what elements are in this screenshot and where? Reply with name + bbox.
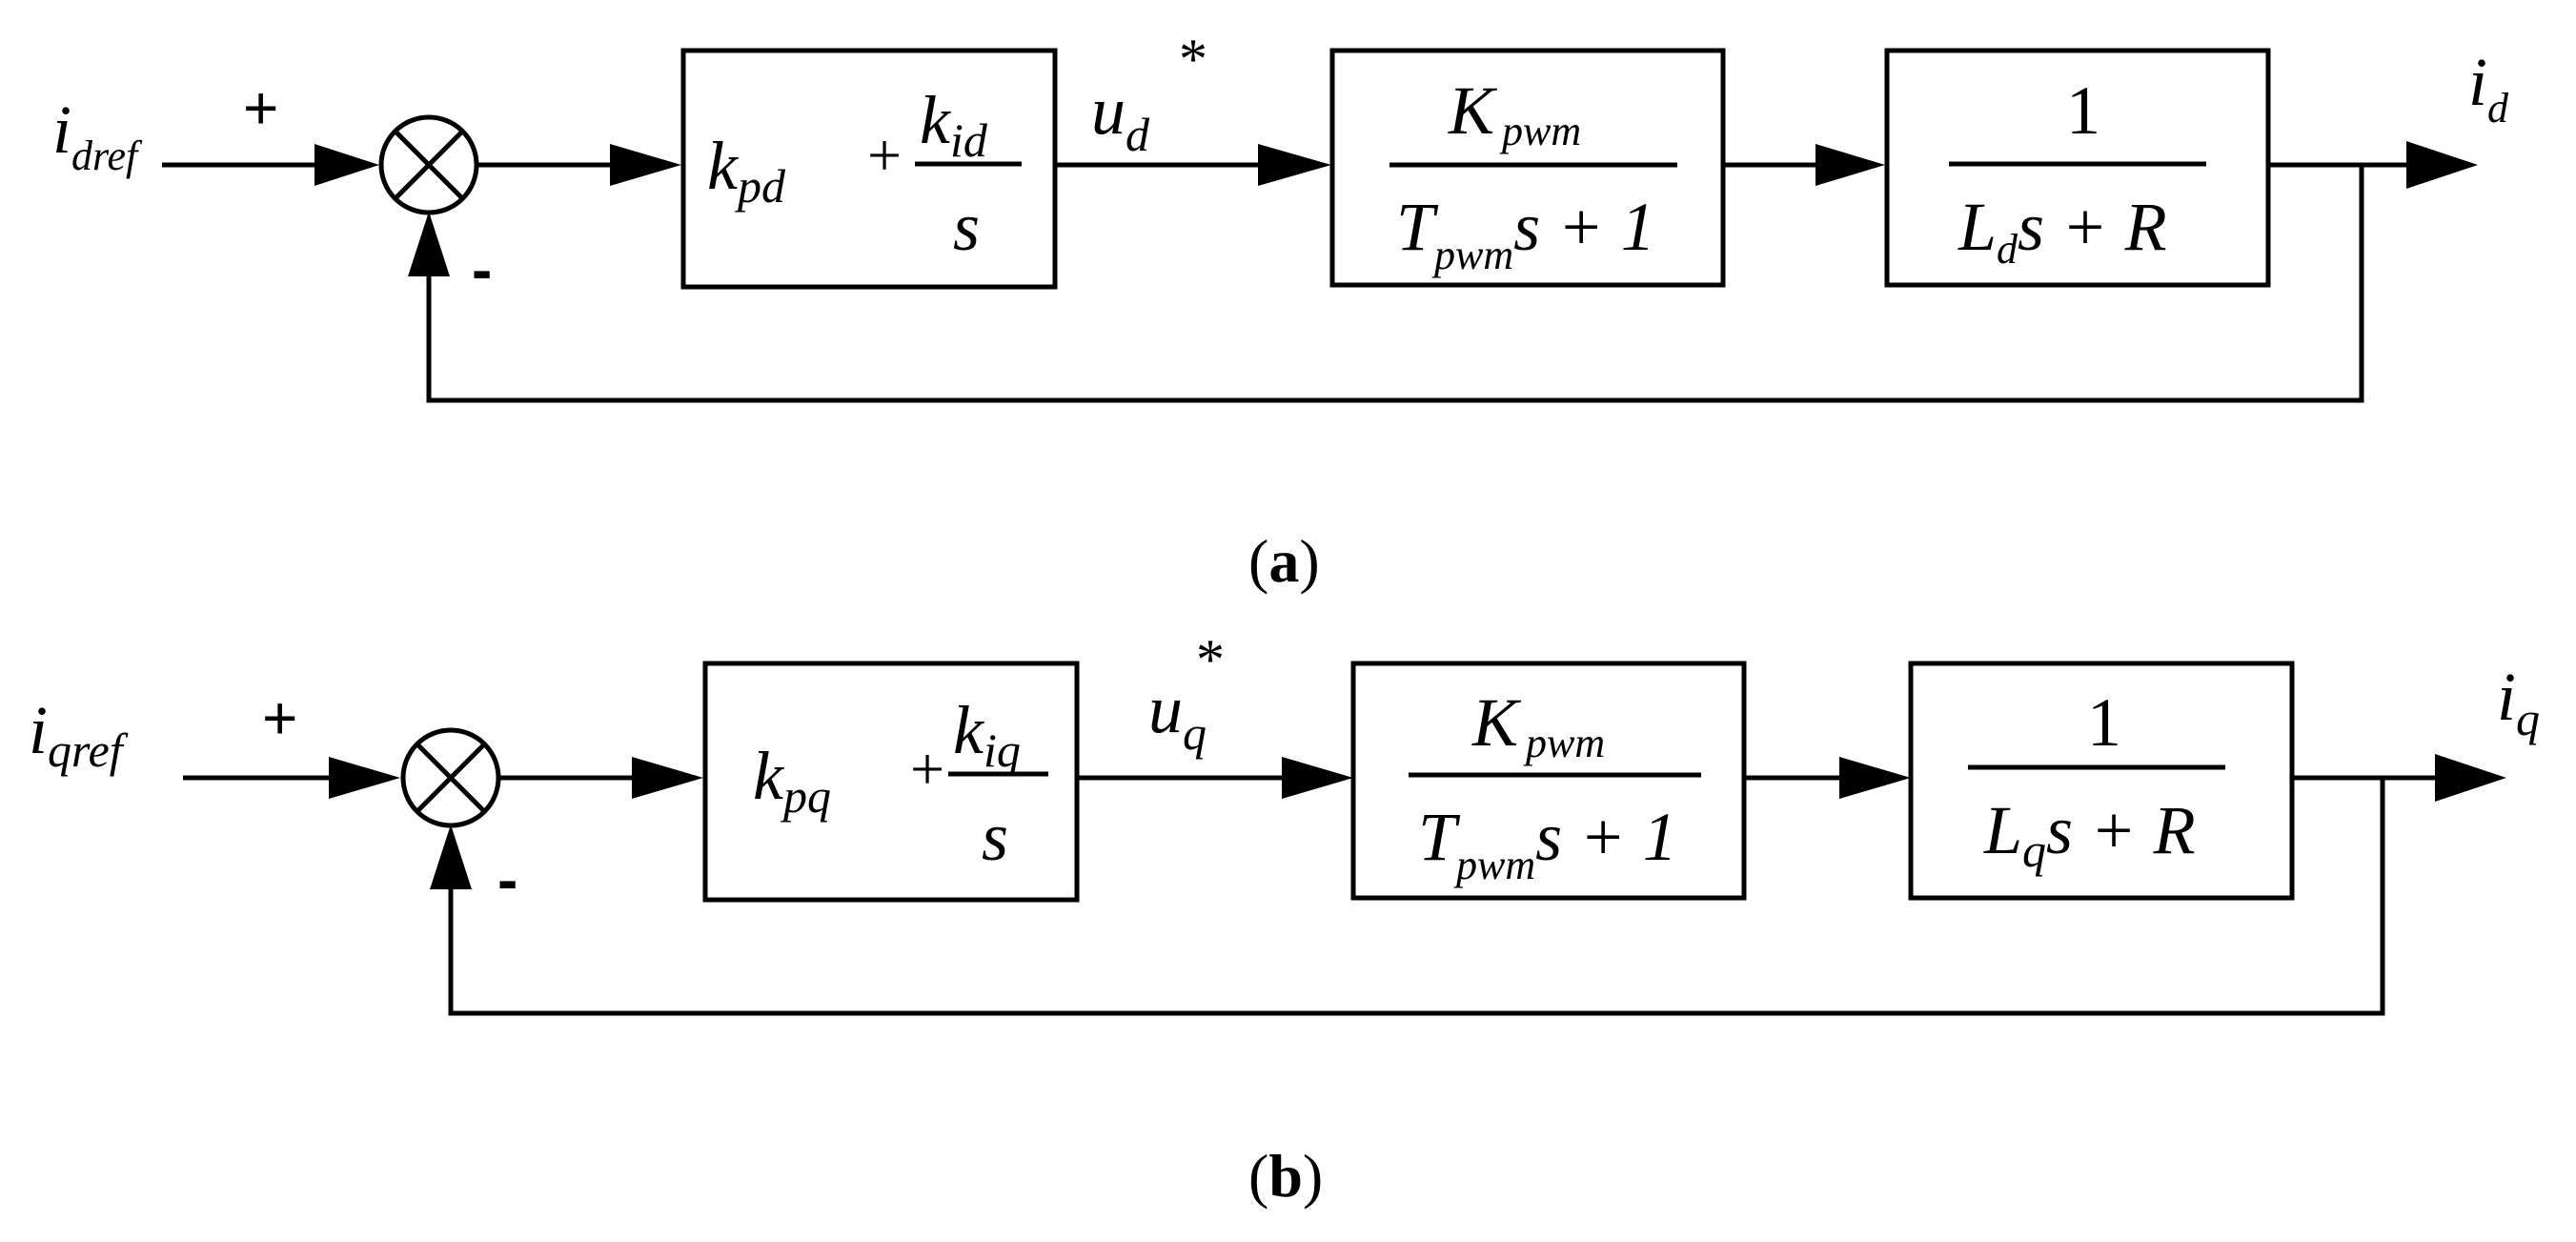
plant-block-a: 1 Lds + R (1884, 48, 2271, 288)
feedback-arrow-a (408, 212, 450, 276)
svg-text:s: s (953, 189, 980, 265)
svg-text:1: 1 (2087, 684, 2121, 761)
minus-sign-b: - (497, 845, 517, 914)
u-star-superscript-a: * (1179, 28, 1207, 91)
svg-text:Lds + R: Lds + R (1957, 189, 2167, 273)
svg-text:Tpwms + 1: Tpwms + 1 (1418, 799, 1677, 888)
arrow-to-plant-b (1839, 757, 1911, 799)
minus-sign-a: - (472, 235, 492, 304)
pi-controller-block-b: kpq + kiq s (702, 661, 1080, 903)
output-label-a: id (2468, 44, 2509, 132)
summing-junction-b (400, 727, 501, 828)
u-star-label-b: uq (1148, 671, 1207, 760)
u-star-label-a: ud (1091, 72, 1150, 161)
input-arrow-b (329, 757, 400, 799)
input-label-a: idref (52, 92, 143, 179)
arrow-to-pwm-a (1258, 144, 1331, 186)
output-arrow-a (2406, 141, 2478, 189)
output-arrow-b (2435, 754, 2506, 802)
svg-text:kid: kid (920, 82, 988, 167)
svg-text:kiq: kiq (953, 692, 1021, 777)
plus-sign-b: + (262, 683, 297, 752)
u-star-superscript-b: * (1196, 628, 1225, 691)
diagram-a: idref + - kpd + kid s ud * (52, 28, 2509, 595)
arrow-to-pwm-b (1282, 757, 1353, 799)
svg-text:Tpwms + 1: Tpwms + 1 (1396, 189, 1655, 278)
svg-text:1: 1 (2066, 72, 2100, 149)
svg-text:+: + (867, 121, 902, 189)
output-label-b: iq (2497, 659, 2540, 745)
svg-text:kpq: kpq (753, 738, 831, 823)
caption-a: (a) (1248, 527, 1320, 595)
arrow-to-plant-a (1815, 144, 1885, 186)
pi-controller-block-a: kpd + kid s (680, 48, 1058, 290)
input-arrow-a (314, 144, 379, 186)
input-label-b: iqref (29, 692, 129, 777)
svg-text:s: s (982, 799, 1008, 875)
feedback-arrow-b (430, 825, 472, 889)
svg-text:+: + (910, 735, 944, 803)
arrow-to-pi-a (610, 144, 681, 186)
caption-b: (b) (1248, 1142, 1323, 1210)
plant-block-b: 1 Lqs + R (1908, 661, 2295, 901)
plus-sign-a: + (243, 73, 278, 142)
summing-junction-a (378, 114, 479, 215)
svg-text:kpd: kpd (707, 128, 786, 213)
svg-text:Lqs + R: Lqs + R (1983, 792, 2196, 877)
arrow-to-pi-b (632, 757, 703, 799)
feedback-path-b (448, 778, 2385, 1016)
feedback-path-a (426, 165, 2364, 403)
